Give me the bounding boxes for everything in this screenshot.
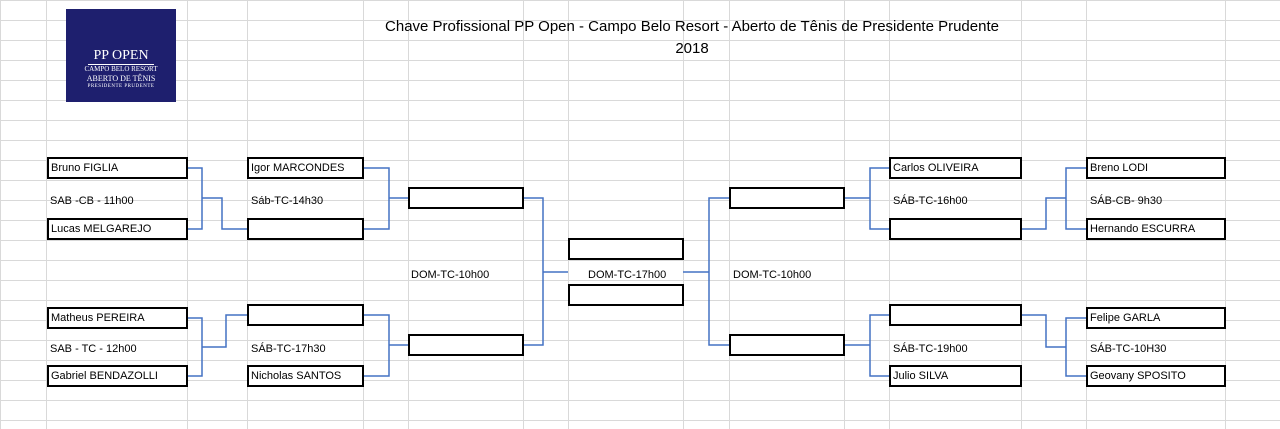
- match-schedule-right-r2-m2: SÁB-TC-19h00: [893, 343, 968, 355]
- title-line-2: 2018: [675, 40, 709, 57]
- connector-left-r2-top: [363, 167, 408, 230]
- connector-left-r2-bottom: [363, 314, 408, 377]
- connector-right-r2-bottom: [844, 314, 889, 377]
- player-slot-left-r1-m2-p1[interactable]: Matheus PEREIRA: [47, 307, 188, 329]
- player-slot-left-r1-m1-p2[interactable]: Lucas MELGAREJO: [47, 218, 188, 240]
- match-schedule-final: DOM-TC-17h00: [588, 269, 667, 281]
- player-slot-right-r2-m2-p1[interactable]: [889, 304, 1022, 326]
- grid-column-line: [247, 0, 248, 429]
- match-schedule-right-semi: DOM-TC-10h00: [733, 269, 812, 281]
- pp-open-logo: PP OPEN CAMPO BELO RESORT ABERTO DE TÊNI…: [66, 9, 176, 102]
- connector-left-semi: [523, 197, 568, 346]
- connector-left-r1-top: [187, 167, 247, 230]
- connector-right-r1-top: [1021, 167, 1086, 230]
- player-slot-left-semi-p2[interactable]: [408, 334, 524, 356]
- player-slot-right-r1-m2-p2[interactable]: Geovany SPOSITO: [1086, 365, 1226, 387]
- match-schedule-left-r2-m2: SÁB-TC-17h30: [251, 343, 326, 355]
- grid-column-line: [568, 0, 569, 429]
- player-slot-left-r2-m1-p2[interactable]: [247, 218, 364, 240]
- player-slot-right-semi-p1[interactable]: [729, 187, 845, 209]
- match-schedule-right-r1-m2: SÁB-TC-10H30: [1090, 343, 1167, 355]
- match-schedule-left-r1-m1: SAB -CB - 11h00: [50, 195, 134, 207]
- grid-column-line: [0, 0, 1, 429]
- logo-subtitle-tennis: ABERTO DE TÊNIS: [86, 74, 156, 83]
- logo-subtitle-city: PRESIDENTE PRUDENTE: [87, 84, 155, 89]
- logo-subtitle-resort: CAMPO BELO RESORT: [84, 65, 158, 73]
- logo-title: PP OPEN: [93, 48, 149, 63]
- connector-right-r2-top: [844, 167, 889, 230]
- player-slot-right-r2-m2-p2[interactable]: Julio SILVA: [889, 365, 1022, 387]
- player-slot-right-r1-m2-p1[interactable]: Felipe GARLA: [1086, 307, 1226, 329]
- grid-column-line: [683, 0, 684, 429]
- grid-column-line: [729, 0, 730, 429]
- connector-left-r1-bottom: [187, 314, 247, 377]
- match-schedule-right-r1-m1: SÁB-CB- 9h30: [1090, 195, 1163, 207]
- player-slot-right-r1-m1-p1[interactable]: Breno LODI: [1086, 157, 1226, 179]
- connector-right-semi: [683, 197, 729, 346]
- connector-right-r1-bottom: [1021, 314, 1086, 377]
- match-schedule-left-r2-m1: Sáb-TC-14h30: [251, 195, 324, 207]
- title-line-1: Chave Profissional PP Open - Campo Belo …: [385, 18, 999, 35]
- grid-column-line: [363, 0, 364, 429]
- player-slot-right-r2-m1-p2[interactable]: [889, 218, 1022, 240]
- match-schedule-left-r1-m2: SAB - TC - 12h00: [50, 343, 137, 355]
- grid-column-line: [46, 0, 47, 429]
- player-slot-final-p2[interactable]: [568, 284, 684, 306]
- grid-column-line: [408, 0, 409, 429]
- logo-divider: [88, 64, 154, 65]
- connector-lines: [187, 167, 1086, 377]
- player-slot-left-r2-m1-p1[interactable]: Igor MARCONDES: [247, 157, 364, 179]
- player-slot-final-p1[interactable]: [568, 238, 684, 260]
- grid-column-line: [1021, 0, 1022, 429]
- player-slot-left-r2-m2-p1[interactable]: [247, 304, 364, 326]
- player-slot-right-semi-p2[interactable]: [729, 334, 845, 356]
- grid-column-line: [187, 0, 188, 429]
- player-slot-left-r1-m1-p1[interactable]: Bruno FIGLIA: [47, 157, 188, 179]
- match-schedule-left-semi: DOM-TC-10h00: [411, 269, 490, 281]
- player-slot-right-r1-m1-p2[interactable]: Hernando ESCURRA: [1086, 218, 1226, 240]
- grid-column-line: [1225, 0, 1226, 429]
- player-slot-right-r2-m1-p1[interactable]: Carlos OLIVEIRA: [889, 157, 1022, 179]
- grid-column-line: [523, 0, 524, 429]
- player-slot-left-semi-p1[interactable]: [408, 187, 524, 209]
- player-slot-left-r2-m2-p2[interactable]: Nicholas SANTOS: [247, 365, 364, 387]
- grid-column-line: [844, 0, 845, 429]
- player-slot-left-r1-m2-p2[interactable]: Gabriel BENDAZOLLI: [47, 365, 188, 387]
- grid-column-line: [889, 0, 890, 429]
- page-title: Chave Profissional PP Open - Campo Belo …: [330, 16, 1054, 60]
- grid-column-line: [1086, 0, 1087, 429]
- match-schedule-right-r2-m1: SÁB-TC-16h00: [893, 195, 968, 207]
